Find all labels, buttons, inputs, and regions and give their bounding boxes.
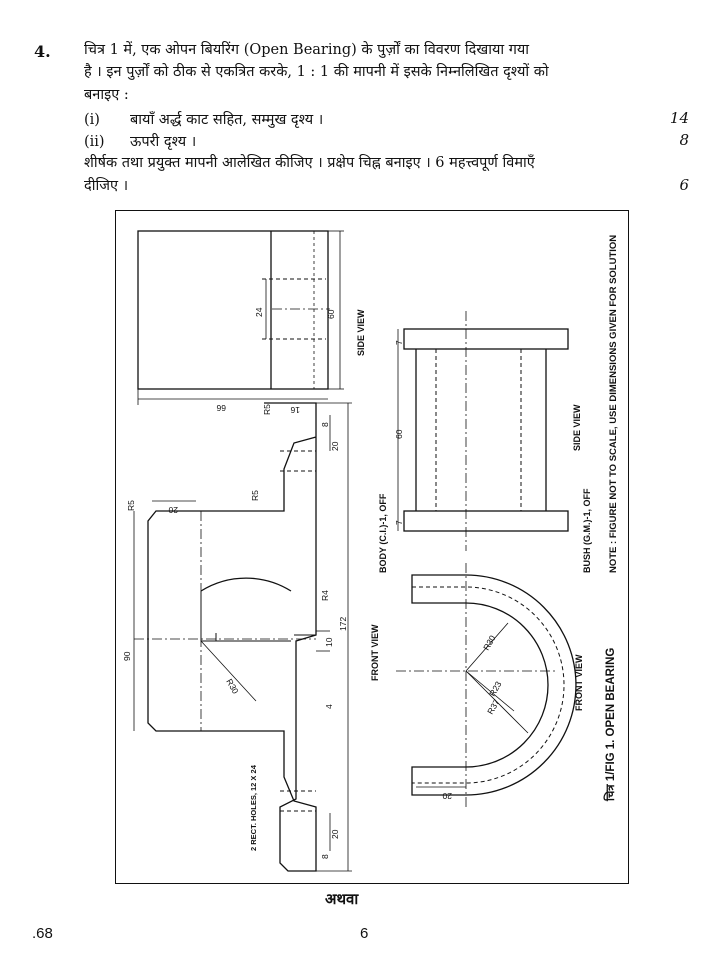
- dim-90: 90: [122, 651, 132, 661]
- dim-r4: R4: [320, 590, 330, 601]
- dim-20-a: 20: [330, 441, 340, 451]
- dim-60-side: 60: [326, 309, 336, 319]
- label-front-view-body: FRONT VIEW: [370, 624, 380, 681]
- part-i-text: बायाँ अर्द्ध काट सहित, सम्मुख दृश्य ।: [130, 112, 324, 128]
- dim-172: 172: [338, 617, 348, 631]
- or-divider: अथवा: [325, 890, 359, 908]
- dim-8-a: 8: [320, 422, 330, 427]
- part-i: (i) बायाँ अर्द्ध काट सहित, सम्मुख दृश्य ।: [84, 109, 323, 129]
- dim-20-d: 20: [442, 791, 452, 801]
- dim-10: 10: [324, 637, 334, 647]
- dim-r23: R23: [487, 679, 504, 698]
- dim-20-b: 20: [168, 505, 178, 515]
- label-body: BODY (C.I.)-1, OFF: [378, 493, 388, 573]
- part-i-marks: 14: [669, 109, 689, 127]
- dim-r30-b: R30: [481, 633, 498, 652]
- part-ii: (ii) ऊपरी दृश्य ।: [84, 131, 196, 151]
- label-bush: BUSH (G.M.)-1, OFF: [582, 488, 592, 573]
- dim-4: 4: [324, 704, 334, 709]
- dim-8-b: 8: [320, 854, 330, 859]
- drawing-note: NOTE : FIGURE NOT TO SCALE, USE DIMENSIO…: [608, 235, 619, 573]
- question-line-3: बनाइए :: [84, 87, 129, 103]
- dim-60-b: 60: [394, 429, 404, 439]
- holes-note: 2 RECT. HOLES, 12 X 24: [249, 764, 258, 851]
- question-line-2: है । इन पुर्ज़ों को ठीक से एकत्रित करके,…: [84, 64, 549, 80]
- dim-7-b: 7: [394, 520, 404, 525]
- question-line-6: शीर्षक तथा प्रयुक्त मापनी आलेखित कीजिए ।…: [84, 155, 535, 171]
- part-ii-marks: 8: [679, 131, 689, 149]
- dim-24: 24: [254, 307, 264, 317]
- dim-r5-b: R5: [250, 490, 260, 501]
- bush-front-view: [396, 563, 577, 807]
- paper-code: .68: [32, 925, 53, 942]
- question-line-7: दीजिए ।: [84, 178, 129, 194]
- label-front-view-bush: FRONT VIEW: [574, 654, 584, 711]
- bush-side-view: [397, 311, 569, 551]
- question-line-1: चित्र 1 में, एक ओपन बियरिंग (Open Bearin…: [84, 42, 530, 58]
- label-side-view-bush: SIDE VIEW: [572, 404, 582, 451]
- part-i-label: (i): [84, 112, 100, 128]
- dim-7-a: 7: [394, 340, 404, 345]
- figure-caption: चित्र 1/FIG 1. OPEN BEARING: [603, 648, 617, 802]
- dim-66: 66: [216, 403, 226, 413]
- question-number: 4.: [34, 42, 51, 61]
- page-number: 6: [360, 925, 369, 942]
- dim-r5-a: R5: [262, 404, 272, 415]
- open-bearing-drawing: SIDE VIEW FRONT VIEW BODY (C.I.)-1, OFF …: [122, 230, 619, 872]
- label-side-view-body: SIDE VIEW: [356, 309, 366, 356]
- body-side-view: [137, 230, 344, 405]
- part-ii-label: (ii): [84, 134, 105, 150]
- figure-frame: SIDE VIEW FRONT VIEW BODY (C.I.)-1, OFF …: [115, 210, 629, 884]
- line-7-marks: 6: [679, 176, 689, 194]
- dim-16: 16: [290, 405, 300, 415]
- dim-r30-a: R30: [224, 677, 241, 696]
- body-front-view: [133, 402, 352, 872]
- dim-r5-c: R5: [126, 500, 136, 511]
- dim-r37: R37: [485, 697, 502, 716]
- part-ii-text: ऊपरी दृश्य ।: [130, 134, 197, 150]
- dim-20-c: 20: [330, 829, 340, 839]
